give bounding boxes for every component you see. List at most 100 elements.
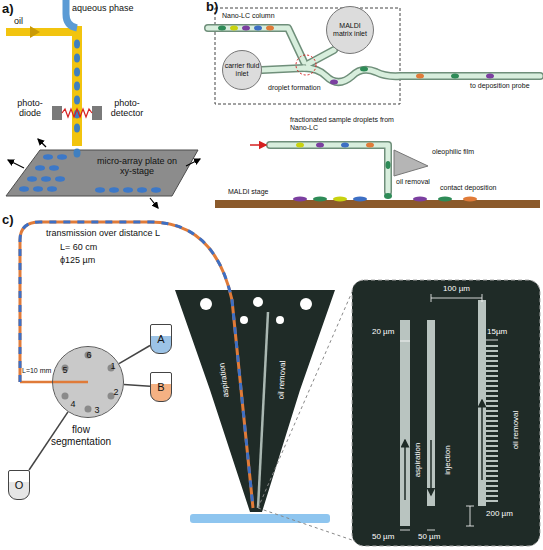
transmission-tube	[20, 222, 253, 508]
sample-droplets	[486, 74, 494, 79]
micro-array-plate	[49, 165, 59, 171]
flow-arrows	[405, 400, 482, 500]
sample-droplets	[242, 26, 250, 31]
stage-arrows	[8, 139, 200, 208]
microchannels	[262, 68, 304, 70]
annotation-label: ϕ125 µm	[60, 255, 120, 265]
maldi-stage	[413, 197, 427, 202]
valve-body	[85, 406, 92, 413]
sample-droplets	[218, 26, 226, 31]
annotation-label: oil	[14, 16, 38, 26]
oil-vial: O	[8, 470, 30, 500]
valve-body	[108, 393, 115, 400]
connector-line	[124, 384, 150, 386]
annotation-label: micro-array plate on xy-stage	[92, 156, 182, 177]
tip-zoom	[427, 320, 435, 506]
inflow-arrow	[250, 144, 266, 146]
dimension-label: 50 µm	[418, 532, 448, 541]
sample-droplets	[230, 26, 238, 31]
valve-body	[62, 393, 69, 400]
oil-channel	[30, 26, 40, 38]
dimension-label: 15µm	[487, 327, 517, 336]
flow-arrows	[404, 440, 406, 500]
segmented-channel	[74, 68, 80, 77]
optical-detection	[52, 106, 102, 120]
annotation-label: oil removal	[396, 178, 436, 186]
annotation-label: oleophilic film	[432, 148, 482, 156]
segmented-channel	[74, 124, 80, 133]
node-text: A	[151, 333, 171, 345]
optical-detection	[62, 109, 92, 117]
annotation-label: MALDI stage	[228, 188, 288, 196]
tip-zoom	[486, 345, 498, 505]
tip-zoom	[352, 280, 540, 546]
sample-droplets	[416, 74, 424, 79]
dimension-lines	[482, 294, 483, 302]
maldi-stage	[293, 197, 307, 202]
probe-chip	[253, 297, 263, 307]
transmission-tube	[20, 222, 253, 508]
node-text: MALDI matrix inlet	[330, 22, 370, 37]
tip-zoom	[352, 280, 540, 546]
annotation-label: fractionated sample droplets from Nano-L…	[290, 116, 400, 132]
probe-chip	[175, 290, 335, 512]
dimension-lines	[431, 298, 482, 299]
target-surface	[190, 514, 330, 523]
droplet-formation-marker	[296, 55, 316, 75]
annotation-label: photo-diode	[10, 98, 50, 119]
sample-droplets	[386, 161, 391, 169]
maldi-stage	[215, 197, 540, 209]
microchannels	[304, 68, 540, 82]
dimension-label: 200 µm	[486, 509, 526, 518]
port-number: 1	[110, 362, 115, 372]
micro-array-plate	[33, 186, 43, 192]
annotation-label: photo-detector	[104, 98, 150, 119]
tip-zoom	[478, 300, 486, 506]
flow-arrows	[481, 400, 483, 480]
micro-array-plate	[6, 149, 198, 197]
probe-chip	[276, 316, 284, 324]
segmented-channel	[74, 40, 80, 49]
annotation-label: oil removal	[511, 411, 520, 450]
annotation-label: flow segmentation	[46, 424, 116, 447]
sample-droplets	[451, 74, 459, 79]
oil-channel	[6, 28, 77, 36]
connector-line	[119, 345, 150, 363]
maldi-stage	[215, 200, 540, 208]
probe-chip	[300, 298, 312, 310]
dimension-label: 20 µm	[372, 327, 402, 336]
port-number: 3	[94, 406, 99, 416]
stage-arrows	[150, 198, 158, 208]
zoom-leaders	[258, 292, 352, 508]
valve-body	[20, 381, 88, 384]
annotation-label: injection	[443, 445, 452, 474]
node-text: O	[9, 479, 29, 491]
inlet-circle: MALDI matrix inlet	[326, 6, 374, 54]
dimension-lines	[400, 294, 498, 530]
transmission-tube	[20, 222, 253, 508]
segmented-channel	[74, 96, 80, 105]
valve-body	[20, 347, 123, 417]
dimension-lines	[427, 530, 435, 531]
micro-array-plate	[41, 176, 51, 182]
micro-array-plate	[47, 186, 57, 192]
flow-arrows	[430, 440, 432, 495]
micro-array-plate	[123, 187, 133, 193]
micro-array-plate	[43, 154, 53, 160]
dimension-lines	[466, 506, 474, 507]
dimension-lines	[470, 506, 471, 526]
oleophilic-film	[394, 150, 428, 176]
micro-array-plate	[137, 187, 147, 193]
node-text: carrier fluid inlet	[224, 62, 260, 77]
port-number: 2	[113, 388, 118, 398]
micro-array-plate	[6, 150, 198, 196]
micro-array-plate	[57, 154, 67, 160]
dimension-lines	[400, 530, 410, 531]
maldi-stage	[313, 197, 327, 202]
segmented-channel	[74, 54, 80, 63]
dimension-label: 50 µm	[372, 532, 402, 541]
stage-arrows	[186, 159, 200, 166]
sample-vial: A	[150, 324, 172, 354]
